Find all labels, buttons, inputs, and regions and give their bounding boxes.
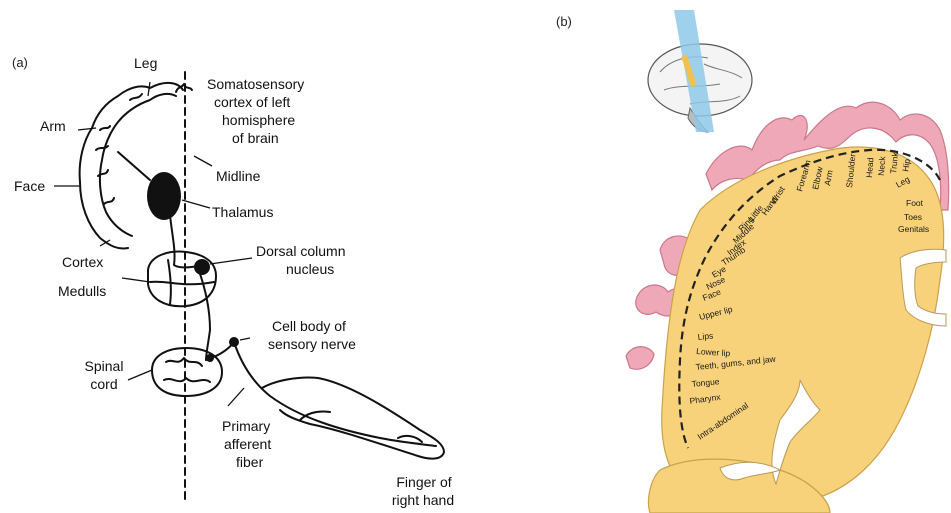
hom-neck: Neck (876, 155, 887, 176)
hom-genitals: Genitals (898, 224, 929, 234)
hom-head: Head (864, 157, 875, 178)
cortex-body (662, 147, 944, 505)
hom-lips: Lips (697, 330, 714, 342)
hom-toes: Toes (904, 212, 922, 222)
hom-foot: Foot (906, 198, 924, 208)
brain-orientation-icon (648, 10, 752, 132)
